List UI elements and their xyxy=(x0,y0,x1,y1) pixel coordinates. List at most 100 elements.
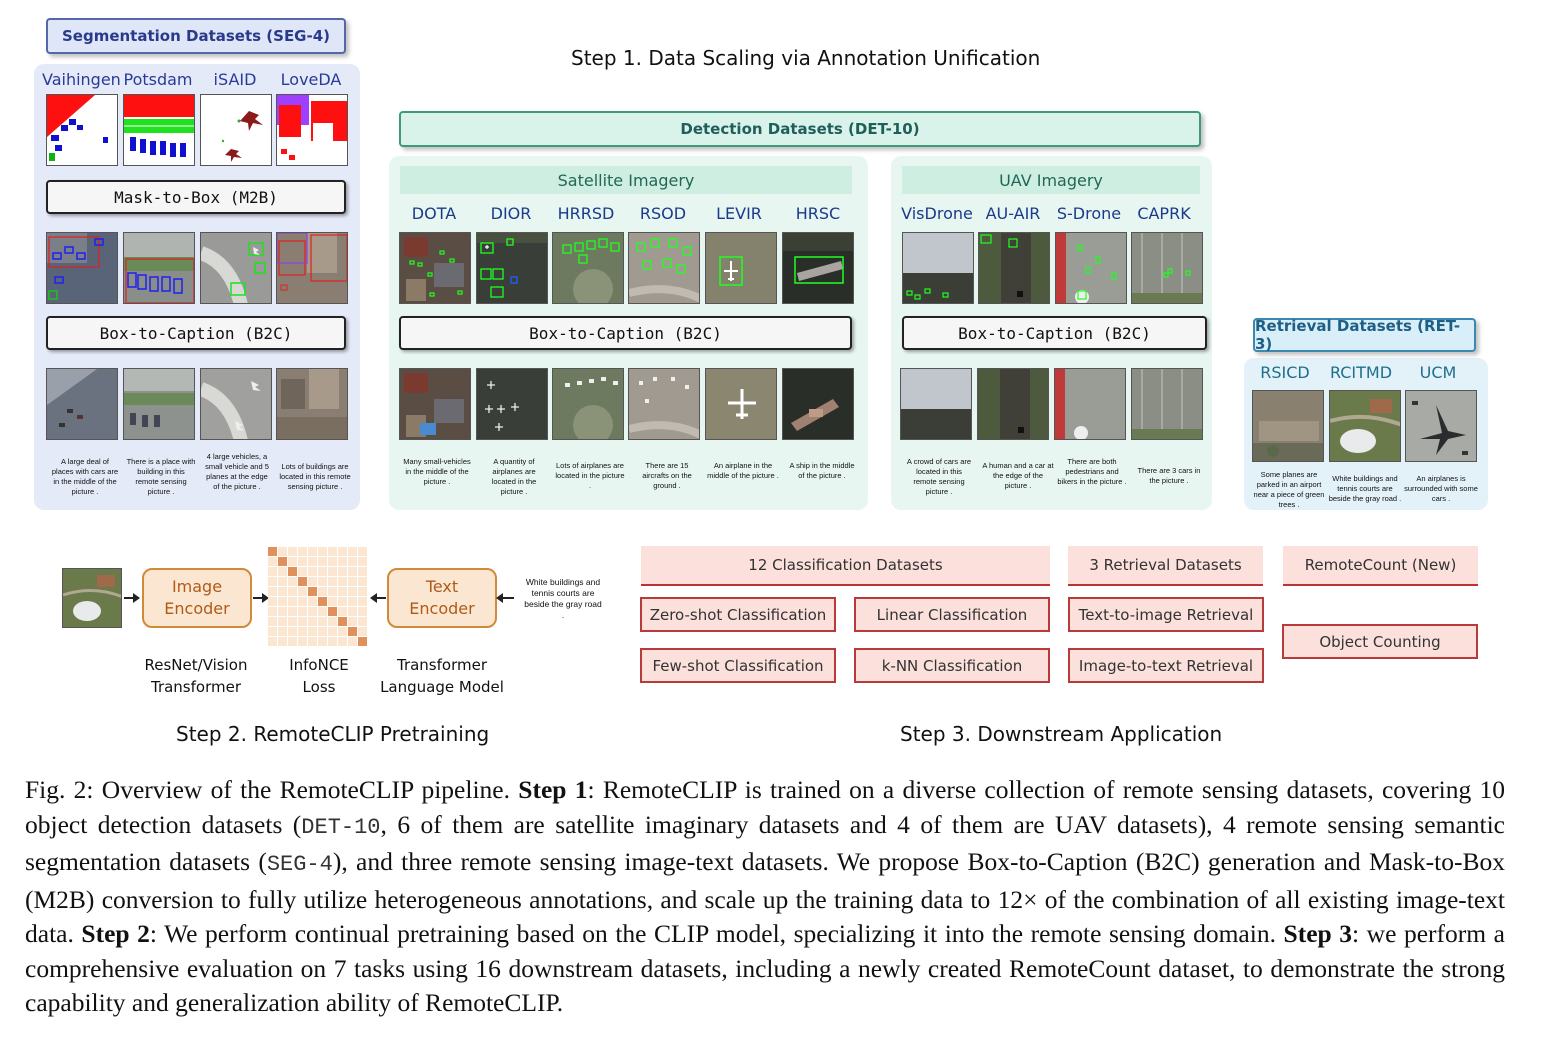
matrix-cell xyxy=(268,587,277,596)
retrieval-datasets-header: 3 Retrieval Datasets xyxy=(1068,546,1263,586)
matrix-cell xyxy=(308,597,317,606)
matrix-cell-positive xyxy=(268,547,277,556)
matrix-cell xyxy=(338,587,347,596)
matrix-cell xyxy=(308,547,317,556)
caption-image-au-air xyxy=(977,368,1049,440)
matrix-cell xyxy=(298,627,307,636)
matrix-cell xyxy=(328,617,337,626)
dataset-name-vaihingen: Vaihingen xyxy=(42,70,121,89)
matrix-cell xyxy=(348,617,357,626)
matrix-cell xyxy=(288,627,297,636)
matrix-cell xyxy=(288,637,297,646)
matrix-cell xyxy=(328,557,337,566)
matrix-cell xyxy=(278,597,287,606)
matrix-cell xyxy=(328,587,337,596)
figure-caption: Fig. 2: Overview of the RemoteCLIP pipel… xyxy=(25,773,1505,1021)
similarity-matrix xyxy=(268,547,368,647)
box-image-potsdam xyxy=(123,232,195,304)
matrix-cell xyxy=(358,627,367,636)
matrix-cell xyxy=(268,627,277,636)
matrix-cell xyxy=(268,617,277,626)
matrix-cell xyxy=(328,577,337,586)
uav-caption-3: There are both pedestrians and bikers in… xyxy=(1057,457,1127,486)
caption-step3: Step 3 xyxy=(1283,919,1353,948)
matrix-cell xyxy=(278,607,287,616)
caption-text-4: : We perform continual pretraining based… xyxy=(149,919,1284,948)
matrix-cell xyxy=(268,597,277,606)
retrieval-image-ucm xyxy=(1405,390,1477,462)
caption-text-1: : RemoteCLIP is trained on a diverse col… xyxy=(25,775,1505,839)
matrix-cell xyxy=(278,587,287,596)
dataset-name-rcitmd: RCITMD xyxy=(1329,363,1393,382)
matrix-cell xyxy=(308,567,317,576)
matrix-cell xyxy=(338,607,347,616)
dataset-name-potsdam: Potsdam xyxy=(123,70,193,89)
text-encoder-label-line-2: Language Model xyxy=(380,678,504,696)
seg-box-to-caption-step: Box-to-Caption (B2C) xyxy=(46,316,346,350)
box-image-hrrsd xyxy=(552,232,624,304)
matrix-cell xyxy=(268,577,277,586)
matrix-cell xyxy=(298,607,307,616)
matrix-cell xyxy=(318,567,327,576)
matrix-cell xyxy=(348,557,357,566)
seg-caption-3: 4 large vehicles, a small vehicle and 5 … xyxy=(205,452,269,491)
uav-caption-4: There are 3 cars in the picture . xyxy=(1137,466,1201,485)
mask-image-vaihingen xyxy=(46,94,118,166)
matrix-cell xyxy=(328,627,337,636)
matrix-cell xyxy=(358,567,367,576)
seg-caption-4: Lots of buildings are located in this re… xyxy=(279,462,351,491)
caption-seg4: SEG-4 xyxy=(266,852,333,877)
matrix-cell xyxy=(288,617,297,626)
linear-classification-task: Linear Classification xyxy=(854,597,1050,632)
image-encoder-label-line-1: ResNet/Vision xyxy=(144,656,248,674)
few-shot-classification-task: Few-shot Classification xyxy=(640,648,836,683)
matrix-cell xyxy=(338,567,347,576)
matrix-cell xyxy=(318,637,327,646)
uav-caption-1: A crowd of cars are located in this remo… xyxy=(906,457,972,496)
image-encoder-line-1: Image xyxy=(171,577,223,596)
caption-image-levir xyxy=(705,368,777,440)
uav-caption-2: A human and a car at the edge of the pic… xyxy=(982,461,1054,490)
matrix-cell xyxy=(268,637,277,646)
matrix-cell xyxy=(288,557,297,566)
box-image-visdrone xyxy=(902,232,974,304)
knn-classification-task: k-NN Classification xyxy=(854,648,1050,683)
caption-image-hrrsd xyxy=(552,368,624,440)
box-image-hrsc xyxy=(782,232,854,304)
matrix-cell xyxy=(318,617,327,626)
matrix-cell xyxy=(288,587,297,596)
box-image-vaihingen xyxy=(46,232,118,304)
caption-image-seg-4 xyxy=(276,368,348,440)
box-image-isaid xyxy=(200,232,272,304)
matrix-cell xyxy=(328,567,337,576)
matrix-cell xyxy=(278,577,287,586)
matrix-cell xyxy=(348,587,357,596)
matrix-cell xyxy=(308,637,317,646)
matrix-cell xyxy=(298,567,307,576)
dataset-name-isaid: iSAID xyxy=(213,70,257,89)
matrix-cell-positive xyxy=(348,627,357,636)
satellite-caption-1: Many small-vehicles in the middle of the… xyxy=(403,457,471,486)
step2-title: Step 2. RemoteCLIP Pretraining xyxy=(176,722,490,746)
zero-shot-classification-task: Zero-shot Classification xyxy=(640,597,836,632)
matrix-cell xyxy=(348,597,357,606)
arrow-encoder-to-matrix xyxy=(253,593,269,603)
retrieval-caption-3: An airplanes is surrounded with some car… xyxy=(1404,474,1478,503)
matrix-cell xyxy=(298,587,307,596)
satellite-caption-3: Lots of airplanes are located in the pic… xyxy=(555,461,625,490)
loss-label: InfoNCE Loss xyxy=(268,654,370,698)
matrix-cell xyxy=(298,617,307,626)
matrix-cell xyxy=(318,607,327,616)
box-image-levir xyxy=(705,232,777,304)
caption-fig-label: Fig. 2: Overview of the RemoteCLIP pipel… xyxy=(25,775,519,804)
matrix-cell xyxy=(268,567,277,576)
matrix-cell-positive xyxy=(298,577,307,586)
matrix-cell xyxy=(358,587,367,596)
image-encoder-label-line-2: Transformer xyxy=(150,678,241,696)
matrix-cell xyxy=(328,597,337,606)
matrix-cell xyxy=(288,577,297,586)
arrow-text-encoder-to-matrix xyxy=(370,593,386,603)
mask-image-potsdam xyxy=(123,94,195,166)
pretraining-input-text: White buildings and tennis courts are be… xyxy=(524,577,602,620)
loss-label-line-2: Loss xyxy=(302,678,336,696)
